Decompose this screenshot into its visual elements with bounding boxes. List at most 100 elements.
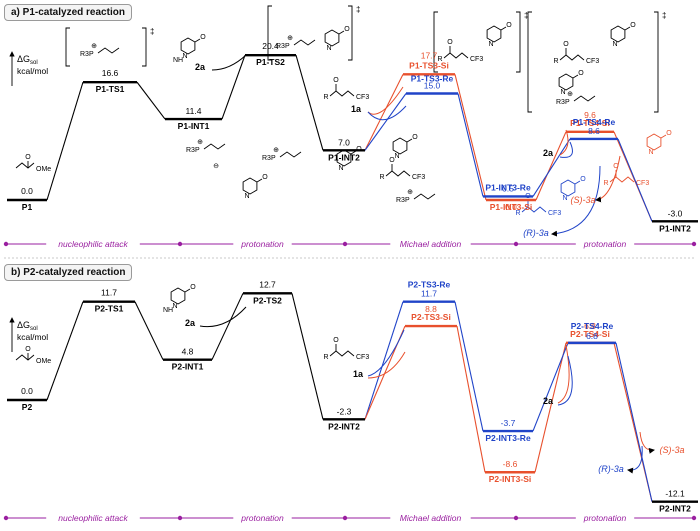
p1-struct-s3a-ring-ring <box>646 133 662 151</box>
p2-connector-p2-ts4-re-to-p2-int2 <box>615 342 653 502</box>
p1-struct-ts4-p-r3p-label: R3P <box>556 99 570 106</box>
p1-struct-1a-o-atom: O <box>333 77 339 84</box>
p1-struct-ts1-p-plus-charge: ⊕ <box>91 43 97 50</box>
p1-struct-ts1-p-r3p-label: R3P <box>80 51 94 58</box>
p1-struct-ts4-enone-chain <box>559 54 585 61</box>
p1-stage-boundary-dot-3 <box>513 241 519 247</box>
p2-struct-2a-o-atom: O <box>190 284 196 291</box>
p1-struct-int2-p-r3p-label: R3P <box>262 155 276 162</box>
p1-struct-ts2-2a-ring <box>324 29 340 47</box>
p1-struct-s3a-chain-o-atom: O <box>613 163 619 170</box>
p2-species-2a-arrow <box>199 306 247 328</box>
p1-stage-boundary-dot-2 <box>342 241 348 247</box>
p1-species-2a-arrow <box>211 54 247 71</box>
p1-stage-label-bg-1 <box>233 238 292 250</box>
p1-struct-1a-cf3-label: CF3 <box>356 94 369 101</box>
p2-struct-acrylate-ome-label: OMe <box>36 358 51 365</box>
p1-p1-int1-2-state-label: P1-INT1 <box>178 121 210 131</box>
p1-connector-p1-int3-re-to-p1-ts4-re <box>532 138 571 197</box>
p2-connector-p2-ts3-re-to-p2-int3-re <box>454 301 484 432</box>
p2-product-s-3a-label: (S)-3a <box>659 445 684 455</box>
p1-struct-int3-enone-cf3-label: CF3 <box>412 174 425 181</box>
p1-struct-ts2-p-chain <box>293 39 316 46</box>
p2-connector-p2-int2-to-p2-ts3-re <box>364 301 404 420</box>
p1-struct-r3a-ring-o-atom: O <box>580 176 586 183</box>
p1-y-axis-unit: kcal/mol <box>17 66 48 76</box>
p1-struct-int3-2a-ring <box>392 137 408 155</box>
p1-struct-r3a-ring-ring <box>560 179 576 197</box>
p1-p1-ts1-1-state-label: P1-TS1 <box>96 84 125 94</box>
p1-struct-ts2-p-plus-charge: ⊕ <box>287 35 293 42</box>
p1-struct-acrylate-ome-label: OMe <box>36 166 51 173</box>
p2-struct-1a-cf3-label: CF3 <box>356 354 369 361</box>
p1-p1-int2-4-state-label: P1-INT2 <box>328 152 360 162</box>
p1-struct-int1-2a-o-atom: O <box>262 174 268 181</box>
p1-y-axis-label: ΔGsol <box>17 54 38 66</box>
p2-species-2a-second-arrow-si <box>557 344 570 404</box>
p1-stage-label-nucleophilic-attack-0: nucleophilic attack <box>58 239 128 249</box>
p1-struct-acrylate-chain <box>15 162 35 169</box>
p2-p2-ts1-1-energy-value: 11.7 <box>101 288 117 298</box>
p1-struct-s3a-chain-cf3-label: CF3 <box>636 180 649 187</box>
p1-struct-ts3-enone-o-atom: O <box>447 39 453 46</box>
p1-struct-int2-p-plus-charge: ⊕ <box>273 147 279 154</box>
p1-stage-label-protonation-3: protonation <box>583 239 627 249</box>
p1-struct-ts4-enone-r-group: R <box>553 58 558 65</box>
p2-connector-p2-ts2-to-p2-int2 <box>291 293 324 420</box>
p1-p1-ts3-re-6-energy-value: 15.0 <box>424 81 441 91</box>
p1-struct-ts4-2a-second-n-atom: N <box>560 89 565 96</box>
p1-product-r-3a-label: (R)-3a <box>523 228 549 238</box>
p2-p2-ts1-1-state-label: P2-TS1 <box>95 304 124 314</box>
p1-struct-ts4-bracket-right <box>654 11 659 113</box>
p2-p2-ts4-re-10-state-label: P2-TS4-Re <box>571 321 614 331</box>
p2-connector-p2-int1-to-p2-ts2 <box>211 293 244 360</box>
p1-struct-ts3-2a-ring <box>486 25 502 43</box>
p2-species-1a-label: 1a <box>353 369 364 379</box>
p1-struct-ts4-p-plus-charge: ⊕ <box>567 91 573 98</box>
p2-struct-2a-carbonyl <box>184 288 191 293</box>
p1-connector-p1-ts2-to-p1-int2 <box>295 55 324 151</box>
p1-struct-int3-2a-n-atom: N <box>394 153 399 160</box>
p2-p2-int3-re-7-energy-value: -3.7 <box>501 418 516 428</box>
p1-struct-ts3-enone-chain <box>443 52 469 59</box>
p1-p1-ts4-si-9-state-label: P1-TS4-Si <box>570 118 610 128</box>
p2-p2-ts2-3-energy-value: 12.7 <box>259 279 276 289</box>
p1-struct-ts4-bracket-dagger: ‡ <box>662 11 666 20</box>
p2-species-2a-second-arrow-re <box>557 355 573 406</box>
p1-struct-ts2-bracket-dagger: ‡ <box>356 5 360 14</box>
p2-stage-boundary-dot-3 <box>513 515 519 521</box>
p1-struct-int2-p-chain <box>279 151 302 158</box>
p2-species-1a-arrow-re <box>367 329 405 377</box>
p1-species-1a-label: 1a <box>351 104 362 114</box>
p1-p1-int2-11-energy-value: -3.0 <box>668 208 683 218</box>
p1-p1-int3-re-7-state-label: P1-INT3-Re <box>485 182 531 192</box>
p2-stage-label-bg-1 <box>233 512 292 524</box>
p2-p2-ts2-3-state-label: P2-TS2 <box>253 295 282 305</box>
p1-p1-ts2-3-energy-value: 20.4 <box>262 41 279 51</box>
p1-struct-int2-2a-ring <box>336 149 352 167</box>
p1-p1-ts4-re-10-energy-value: 8.6 <box>588 126 600 136</box>
p1-connector-p1-ts3-si-to-p1-int3-si <box>454 74 487 201</box>
p1-struct-ts3-bracket-dagger: ‡ <box>524 11 528 20</box>
p2-stage-label-protonation-3: protonation <box>583 513 627 523</box>
p1-connector-p1-ts3-re-to-p1-int3-re <box>457 93 484 197</box>
p1-struct-ts1-bracket-dagger: ‡ <box>150 27 154 36</box>
p1-struct-ts4-enone-o-atom: O <box>563 41 569 48</box>
p1-struct-ts2-2a-carbonyl <box>338 30 345 35</box>
p2-struct-acrylate-o-atom: O <box>25 346 31 353</box>
p1-struct-r3a-ring-n-atom: N <box>562 195 567 202</box>
p2-connector-p2-int3-si-to-p2-ts4-si <box>534 342 567 473</box>
p1-p1-0-energy-value: 0.0 <box>21 186 33 196</box>
p2-product-r-3a-arrow <box>627 445 643 474</box>
p2-y-axis-label-subscript: sol <box>30 326 38 332</box>
p1-struct-int3-p-plus-charge: ⊕ <box>407 189 413 196</box>
p1-p1-int3-re-7-energy-value: 0.5 <box>502 183 514 193</box>
p1-struct-int3-2a-o-atom: O <box>412 134 418 141</box>
p1-p1-int3-si-8-energy-value: 0.0 <box>505 202 517 212</box>
p1-struct-1a-chain <box>329 90 355 97</box>
p1-struct-int1-2a-n-atom: N <box>244 193 249 200</box>
p2-connector-p2-ts3-si-to-p2-int3-si <box>456 325 486 473</box>
p2-p2-ts3-si-6-energy-value: 8.8 <box>425 304 437 314</box>
